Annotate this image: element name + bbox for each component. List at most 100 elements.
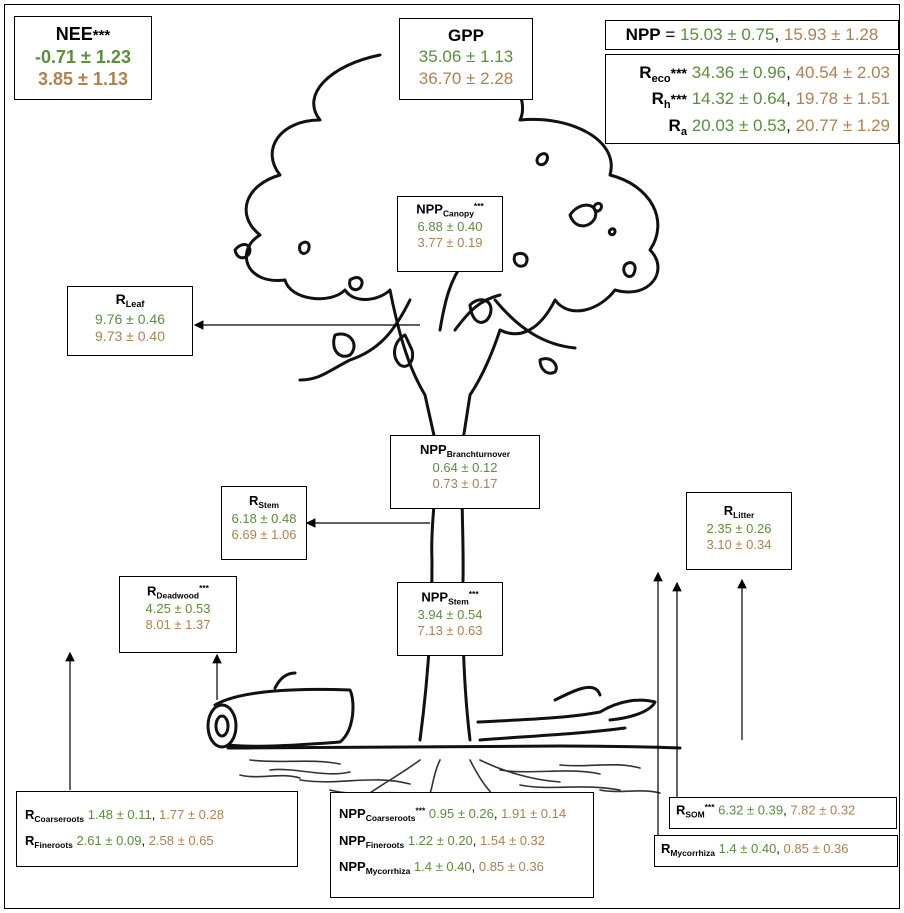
npp-coarseroots-base: NPP (339, 806, 366, 821)
npp-canopy-base: NPP (416, 201, 443, 217)
npp-mycorrhiza-value-2: 0.85 ± 0.36 (478, 859, 544, 875)
r-coarseroots-sub: Coarseroots (34, 813, 85, 824)
r-mycorrhiza-value-1: 1.4 ± 0.40 (718, 841, 777, 856)
reco-stars: *** (670, 65, 687, 81)
npp-total-eq: = (665, 25, 676, 44)
rh-base: R (651, 89, 664, 109)
ra-base: R (668, 115, 681, 135)
npp-coarseroots-stars: *** (415, 805, 426, 816)
r-mycorrhiza-sub: Mycorrhiza (670, 847, 715, 858)
r-litter-value-1: 2.35 ± 0.26 (706, 520, 772, 536)
r-som-sep: , (783, 802, 787, 818)
gpp-box: GPP 35.06 ± 1.13 36.70 ± 2.28 (399, 18, 533, 100)
npp-branch-value-2: 0.73 ± 0.17 (432, 475, 498, 491)
reco-value-1: 34.36 ± 0.96 (691, 63, 787, 82)
rh-sep: , (786, 89, 791, 109)
npp-canopy-stars: *** (473, 201, 484, 211)
canopy-outline (244, 53, 438, 742)
r-stem-base: R (248, 493, 259, 508)
r-deadwood-value-2: 8.01 ± 1.37 (145, 617, 211, 633)
reco-base: R (639, 63, 652, 82)
npp-canopy-box: NPPCanopy*** 6.88 ± 0.40 3.77 ± 0.19 (397, 196, 503, 272)
r-som-sub: SOM (685, 809, 705, 820)
r-litter-base: R (723, 503, 734, 518)
npp-coarseroots-sep: , (493, 806, 498, 821)
npp-total-value-1: 15.03 ± 0.75 (680, 25, 775, 44)
roots-respiration-box: RCoarseroots 1.48 ± 0.11, 1.77 ± 0.28 RF… (16, 791, 298, 867)
r-deadwood-sub: Deadwood (156, 590, 200, 601)
r-deadwood-stars: *** (199, 583, 209, 593)
npp-fineroots-value-1: 1.22 ± 0.20 (407, 832, 473, 848)
r-deadwood-base: R (147, 583, 157, 599)
branch-right (493, 298, 577, 350)
ground-line (226, 744, 682, 750)
npp-canopy-sub: Canopy (442, 208, 474, 219)
rh-row: Rh*** 14.32 ± 0.64, 19.78 ± 1.51 (606, 87, 890, 113)
npp-fineroots-sep: , (472, 832, 477, 848)
gpp-value-2: 36.70 ± 2.28 (418, 68, 514, 88)
r-coarseroots-sep: , (151, 807, 156, 822)
ra-value-1: 20.03 ± 0.53 (691, 115, 787, 135)
nee-label: NEE (55, 24, 93, 44)
nee-value-2: 3.85 ± 1.13 (38, 69, 128, 90)
r-som-base: R (676, 802, 686, 818)
r-coarseroots-value-2: 1.77 ± 0.28 (158, 807, 224, 822)
r-leaf-value-2: 9.73 ± 0.40 (95, 328, 165, 345)
r-leaf-value-1: 9.76 ± 0.46 (95, 310, 165, 327)
npp-total-value-2: 15.93 ± 1.28 (783, 25, 879, 44)
npp-stem-stars: *** (468, 589, 479, 599)
r-deadwood-value-1: 4.25 ± 0.53 (145, 601, 211, 617)
ra-value-2: 20.77 ± 1.29 (795, 115, 890, 135)
npp-coarseroots-value-2: 1.91 ± 0.14 (501, 806, 567, 821)
r-som-stars: *** (704, 802, 715, 812)
npp-coarseroots-value-1: 0.95 ± 0.26 (428, 806, 494, 821)
r-fineroots-row: RFineroots 2.61 ± 0.09, 2.58 ± 0.65 (25, 828, 297, 854)
npp-stem-value-1: 3.94 ± 0.54 (417, 607, 483, 623)
branch-left (298, 298, 412, 382)
r-coarseroots-row: RCoarseroots 1.48 ± 0.11, 1.77 ± 0.28 (25, 802, 297, 828)
r-som-value-2: 7.82 ± 0.32 (790, 802, 856, 818)
npp-coarseroots-row: NPPCoarseroots*** 0.95 ± 0.26, 1.91 ± 0.… (339, 801, 593, 828)
npp-mycorrhiza-value-1: 1.4 ± 0.40 (413, 859, 472, 875)
r-coarseroots-base: R (25, 807, 35, 822)
canopy-outline-right (460, 53, 660, 742)
npp-canopy-value-2: 3.77 ± 0.19 (417, 235, 483, 251)
r-som-box: RSOM*** 6.32 ± 0.39, 7.82 ± 0.32 (669, 797, 897, 829)
npp-fineroots-base: NPP (339, 832, 366, 848)
reco-sub: eco (651, 72, 671, 85)
r-litter-sub: Litter (733, 509, 755, 520)
npp-branch-value-1: 0.64 ± 0.12 (432, 459, 498, 475)
r-stem-value-2: 6.69 ± 1.06 (231, 526, 297, 542)
r-leaf-sub: Leaf (125, 299, 145, 310)
ra-row: Ra 20.03 ± 0.53, 20.77 ± 1.29 (606, 114, 890, 140)
respiration-box: Reco*** 34.36 ± 0.96, 40.54 ± 2.03 Rh***… (605, 54, 899, 144)
r-stem-sub: Stem (258, 499, 280, 510)
npp-branch-base: NPP (419, 442, 447, 457)
npp-stem-base: NPP (421, 589, 449, 605)
reco-value-2: 40.54 ± 2.03 (795, 63, 890, 82)
npp-stem-value-2: 7.13 ± 0.63 (417, 623, 483, 639)
npp-stem-sub: Stem (448, 596, 469, 607)
r-mycorrhiza-sep: , (776, 841, 780, 856)
rh-sub: h (663, 99, 671, 112)
npp-mycorrhiza-base: NPP (339, 859, 366, 875)
npp-mycorrhiza-row: NPPMycorrhiza 1.4 ± 0.40, 0.85 ± 0.36 (339, 854, 593, 881)
npp-total-sep: , (774, 25, 780, 44)
roots (239, 759, 661, 811)
npp-branch-sub: Branchturnover (446, 448, 511, 459)
npp-coarseroots-sub: Coarseroots (365, 812, 416, 823)
nee-stars: *** (92, 27, 111, 44)
rh-value-1: 14.32 ± 0.64 (691, 89, 787, 109)
r-fineroots-value-1: 2.61 ± 0.09 (76, 833, 142, 848)
npp-total-box: NPP = 15.03 ± 0.75, 15.93 ± 1.28 (605, 20, 899, 50)
roots-npp-box: NPPCoarseroots*** 0.95 ± 0.26, 1.91 ± 0.… (330, 792, 594, 898)
gpp-label: GPP (448, 26, 484, 45)
r-stem-value-1: 6.18 ± 0.48 (231, 510, 297, 526)
nee-box: NEE*** -0.71 ± 1.23 3.85 ± 1.13 (14, 16, 152, 100)
npp-total-label: NPP (625, 25, 661, 44)
ra-sub: a (680, 125, 687, 138)
r-fineroots-sub: Fineroots (34, 839, 73, 850)
npp-mycorrhiza-sub: Mycorrhiza (365, 866, 411, 877)
reco-sep: , (786, 63, 791, 82)
npp-canopy-value-1: 6.88 ± 0.40 (417, 219, 483, 235)
